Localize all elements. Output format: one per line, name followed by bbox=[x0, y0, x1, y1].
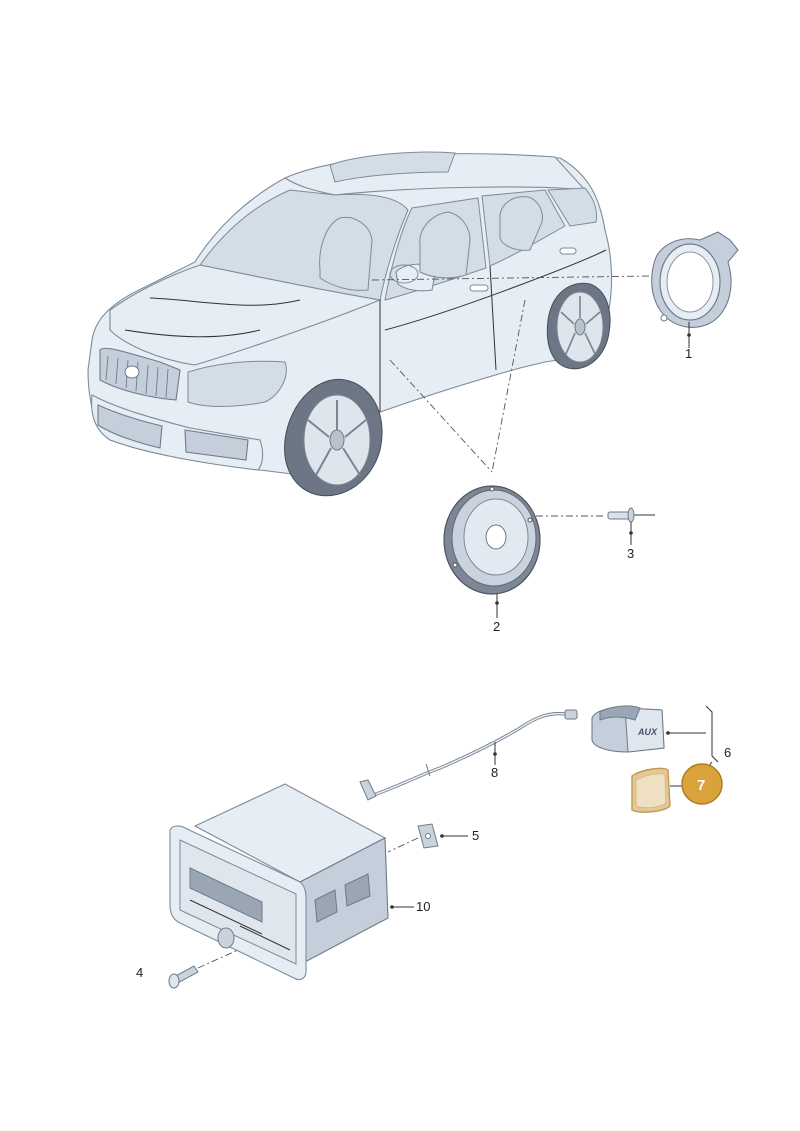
cable bbox=[359, 709, 578, 801]
loudspeaker bbox=[443, 485, 541, 595]
clip-nut bbox=[417, 823, 439, 849]
callout-3: 3 bbox=[627, 546, 634, 561]
callout-8: 8 bbox=[491, 765, 498, 780]
callout-6: 6 bbox=[724, 745, 731, 760]
screw bbox=[168, 965, 199, 989]
callout-1: 1 bbox=[685, 346, 692, 361]
callout-7: 7 bbox=[697, 777, 705, 794]
cover-plate bbox=[631, 767, 671, 813]
callout-5: 5 bbox=[472, 828, 479, 843]
car-illustration bbox=[87, 151, 613, 497]
callout-4: 4 bbox=[136, 965, 143, 980]
aux-socket: AUX bbox=[591, 705, 665, 753]
radio-unit bbox=[169, 783, 389, 981]
aux-label: AUX bbox=[637, 727, 658, 737]
highlight-badge: 7 bbox=[681, 763, 723, 805]
callout-2: 2 bbox=[493, 619, 500, 634]
speaker-ring bbox=[651, 231, 739, 328]
rivet bbox=[607, 507, 655, 523]
callout-10: 10 bbox=[416, 899, 430, 914]
